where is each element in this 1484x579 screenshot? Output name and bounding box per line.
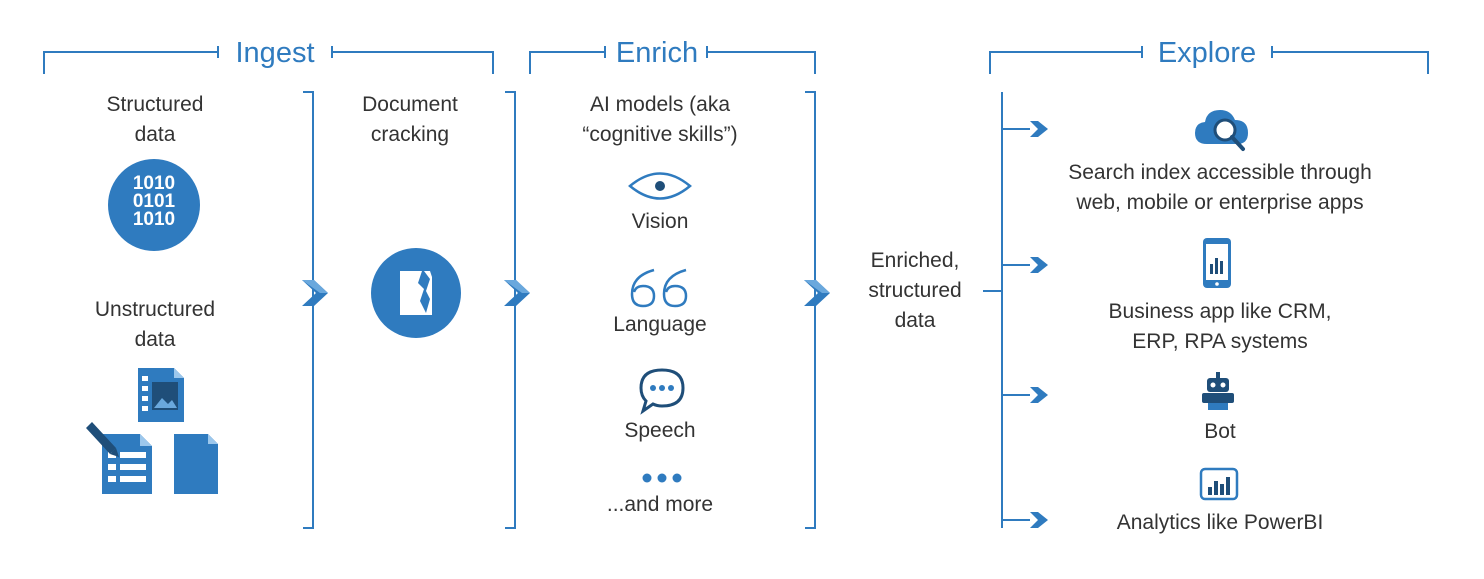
- explore-target-bot: Bot: [1204, 420, 1236, 443]
- explore-branch-arrows: [1002, 121, 1048, 528]
- document-cracking-label: Document cracking: [340, 90, 480, 150]
- explore-target-search-index-line1: Search index accessible through: [1068, 161, 1372, 184]
- cloud-search-icon: [1195, 110, 1248, 151]
- unstructured-data-label: Unstructured data: [70, 295, 240, 355]
- document-files-icon: [86, 368, 218, 494]
- ellipsis-icon: [642, 473, 682, 483]
- skill-speech-label: Speech: [624, 419, 696, 442]
- binary-line: 1010: [132, 209, 176, 230]
- explore-target-search-index-line2: web, mobile or enterprise apps: [1076, 191, 1364, 214]
- enriched-data-label: Enriched, structured data: [845, 246, 985, 336]
- explore-target-business-app-line1: Business app like CRM,: [1108, 300, 1332, 323]
- chevron-right-icon: [302, 280, 328, 306]
- chevron-right-icon: [504, 280, 530, 306]
- binary-line: 1010: [132, 173, 176, 194]
- quote-icon: [630, 268, 688, 308]
- connector-line: [983, 290, 1003, 292]
- enriched-data-label-line3: data: [894, 309, 936, 332]
- binary-line: 0101: [132, 191, 176, 212]
- document-cracking-icon: [371, 248, 461, 338]
- mobile-app-icon: [1203, 238, 1231, 288]
- explore-target-analytics: Analytics like PowerBI: [1116, 511, 1324, 534]
- analytics-chart-icon: [1199, 467, 1239, 501]
- structured-data-label-line2: data: [134, 123, 176, 146]
- explore-target-business-app-line2: ERP, RPA systems: [1132, 330, 1308, 353]
- explore-target-search-index: Search index accessible through web, mob…: [1030, 158, 1410, 218]
- document-cracking-label-line2: cracking: [370, 123, 450, 146]
- skill-more-label: ...and more: [606, 493, 714, 516]
- unstructured-data-label-line2: data: [134, 328, 176, 351]
- ingest-header-bracket: [43, 46, 1429, 74]
- robot-icon: [1202, 372, 1234, 410]
- ingest-section-title: Ingest: [235, 37, 315, 69]
- eye-icon: [628, 172, 692, 200]
- enriched-data-label-line2: structured: [868, 279, 962, 302]
- enriched-data-label-line1: Enriched,: [870, 249, 960, 272]
- explore-section-title: Explore: [1157, 37, 1257, 69]
- ai-models-heading-line2: “cognitive skills”): [582, 123, 738, 146]
- skill-vision-label: Vision: [631, 210, 689, 233]
- skill-language-label: Language: [613, 313, 707, 336]
- ai-models-heading: AI models (aka “cognitive skills”): [560, 90, 760, 150]
- chevron-right-icon: [804, 280, 830, 306]
- document-cracking-label-line1: Document: [362, 93, 458, 116]
- ai-models-heading-line1: AI models (aka: [589, 93, 731, 116]
- speech-bubble-icon: [639, 368, 685, 415]
- structured-data-label-line1: Structured: [106, 93, 204, 116]
- binary-data-icon: 1010 0101 1010: [108, 159, 200, 251]
- unstructured-data-label-line1: Unstructured: [94, 298, 216, 321]
- structured-data-label: Structured data: [80, 90, 230, 150]
- enrich-section-title: Enrich: [615, 37, 699, 69]
- explore-target-business-app: Business app like CRM, ERP, RPA systems: [1060, 297, 1380, 357]
